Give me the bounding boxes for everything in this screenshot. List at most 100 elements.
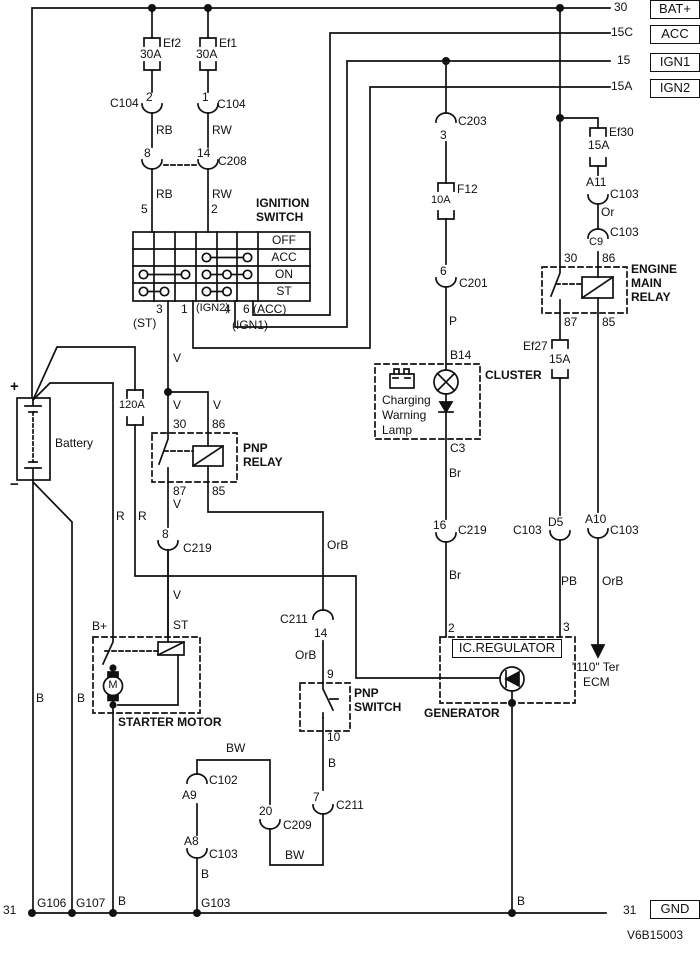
connector-c208-14 (197, 159, 219, 170)
v4: V (173, 497, 182, 511)
cluster (374, 363, 481, 440)
connector-c102-a9 (186, 773, 208, 784)
pnp-name-2: RELAY (243, 455, 283, 469)
contact-on-col4 (201, 269, 212, 280)
connector-c103-a10 (587, 528, 609, 539)
pnp-switch (299, 682, 351, 732)
battery-label: Battery (55, 436, 94, 450)
tag-gnd: GND (650, 900, 700, 919)
c211-pin7: 7 (313, 790, 320, 804)
charging-3: Lamp (382, 423, 413, 437)
rw1: RW (212, 123, 232, 137)
ign-title-1: IGNITION (256, 196, 310, 210)
b14-label: B14 (450, 348, 472, 362)
c211-label-1: C211 (280, 612, 308, 626)
lbl-15c: 15C (611, 25, 634, 39)
bw1: BW (226, 741, 246, 755)
connector-c201-6 (435, 277, 457, 288)
tag-ign2: IGN2 (650, 79, 700, 98)
connector-symbols (141, 103, 609, 859)
connector-c104-1 (197, 103, 219, 114)
emr-name-1: ENGINE (631, 262, 678, 276)
bat-minus: − (10, 476, 19, 493)
contact-on-col3 (180, 269, 191, 280)
ecm-2: ECM (583, 675, 610, 689)
c103-pin-a8: A8 (184, 834, 199, 848)
ignition-switch-contacts (138, 252, 253, 297)
pnp-pin87: 87 (173, 484, 187, 498)
contact-acc-col4 (201, 252, 212, 263)
f12-name: F12 (457, 182, 478, 196)
connector-c104-2 (141, 103, 163, 114)
rail31-right: 31 (623, 903, 637, 917)
ef2-name: Ef2 (163, 36, 182, 50)
pnp-name-1: PNP (243, 441, 268, 455)
fuse-ef2-icon (143, 37, 161, 71)
br-1: Br (449, 466, 461, 480)
ef30-name: Ef30 (609, 125, 634, 139)
emr-pin30: 30 (564, 251, 578, 265)
g103: G103 (201, 896, 231, 910)
connector-c103-a8 (186, 848, 208, 859)
contact-st-col2 (159, 286, 170, 297)
d5-label: D5 (548, 515, 564, 529)
cluster-name: CLUSTER (485, 368, 542, 382)
ecm-1: "110" Ter (572, 660, 620, 674)
wire-battery-positive (31, 346, 501, 679)
ign-pin4-fn: (IGN1) (232, 318, 268, 332)
connector-c103-d5 (549, 530, 571, 541)
rb1: RB (156, 123, 173, 137)
pos-on: ON (275, 267, 293, 281)
v5: V (173, 588, 182, 602)
c219-label-2: C219 (458, 523, 487, 537)
emr-name-3: RELAY (631, 290, 671, 304)
pos-st: ST (276, 284, 292, 298)
g107: G107 (76, 896, 106, 910)
c201-label: C201 (459, 276, 488, 290)
wire-ef2-ef1-branch (151, 7, 209, 233)
ign-pin1-fn: (IGN2) (196, 302, 229, 314)
contact-acc-col6 (242, 252, 253, 263)
f12-rating: 10A (431, 194, 451, 206)
generator (439, 636, 576, 704)
ign-pin4: 4 (224, 302, 231, 316)
b-left-1: B (36, 691, 45, 705)
bw2: BW (285, 848, 305, 862)
c104-right: C104 (217, 97, 246, 111)
ign-pin3-fn: (ST) (133, 316, 157, 330)
v3: V (213, 398, 222, 412)
c201-pin6: 6 (440, 264, 447, 278)
br-2: Br (449, 568, 461, 582)
c208-pin14: 14 (197, 146, 211, 160)
rail-15-ign1 (234, 60, 611, 328)
pos-acc: ACC (271, 250, 297, 264)
contact-st-col1 (138, 286, 149, 297)
contact-on-col5 (221, 269, 233, 280)
ef2-rating: 30A (140, 47, 162, 61)
connector-c219-16 (435, 532, 457, 543)
wire-right-column (559, 7, 599, 647)
pb-label: PB (561, 574, 578, 588)
gen-pin3: 3 (563, 620, 570, 634)
c219-label-1: C219 (183, 541, 212, 555)
charging-2: Warning (382, 408, 427, 422)
c9-label: C9 (589, 236, 604, 248)
st-label: ST (173, 618, 189, 632)
lbl-15a: 15A (611, 79, 633, 93)
rail-30-bat (31, 7, 611, 399)
charging-1: Charging (382, 393, 431, 407)
connector-c103-a11 (587, 194, 609, 205)
contact-st-col5 (221, 286, 233, 297)
c102-pin-a9: A9 (182, 788, 197, 802)
connector-c203-3 (435, 112, 457, 123)
rail-15a-ign2 (192, 86, 611, 349)
ef27-rating: 15A (549, 352, 571, 366)
v1: V (173, 351, 182, 365)
a10-label: A10 (585, 512, 607, 526)
battery-small-icon (389, 368, 415, 389)
motor-m: M (108, 679, 118, 691)
pos-off: OFF (272, 233, 296, 247)
tag-acc: ACC (650, 25, 700, 44)
ign-pin6: 6 (ACC) (243, 302, 287, 316)
